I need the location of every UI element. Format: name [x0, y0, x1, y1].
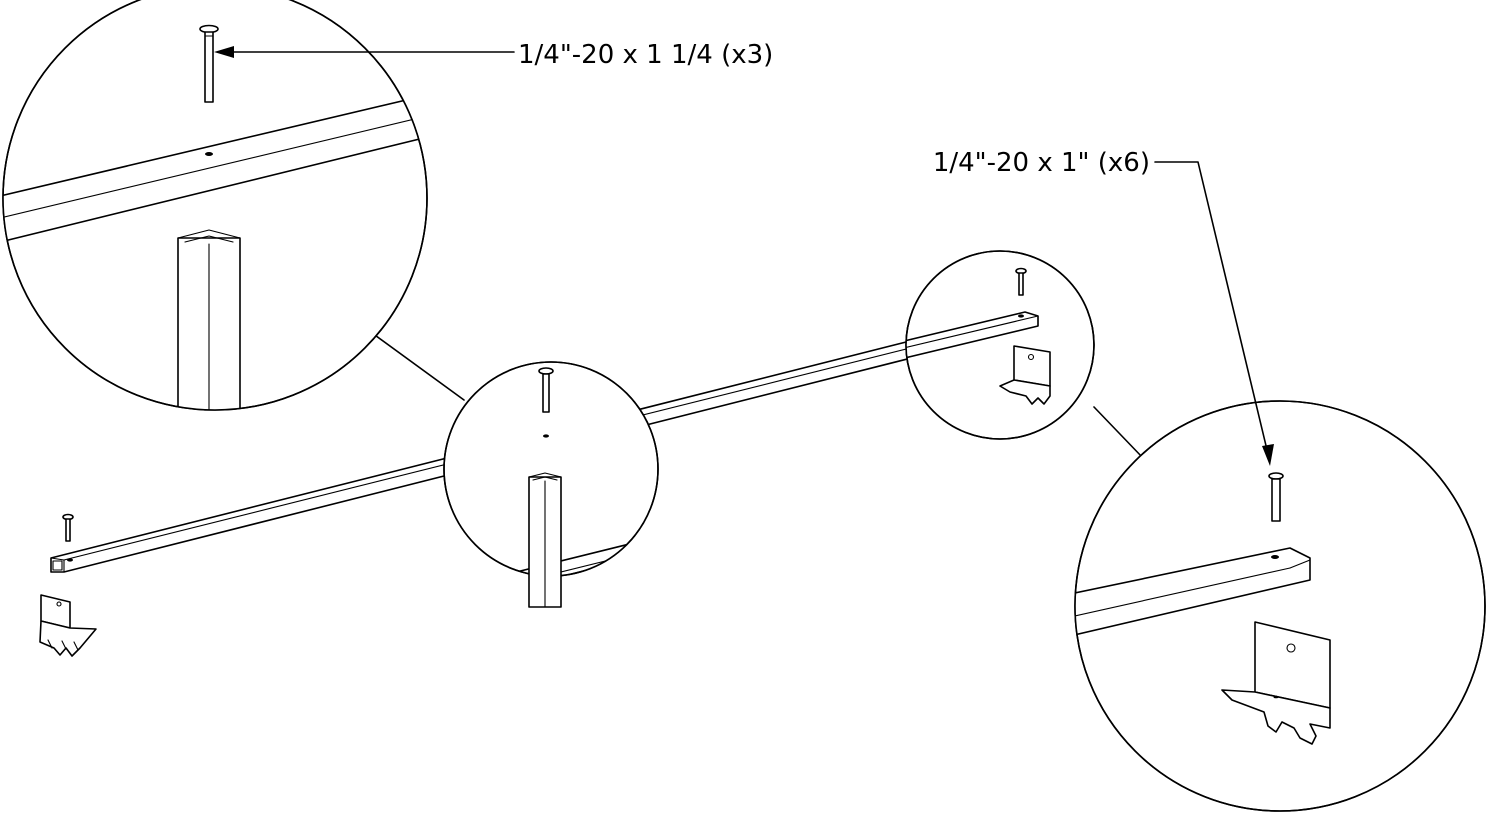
- detail-connector-left: [367, 329, 465, 401]
- callout-long-screw-label: 1/4"-20 x 1 1/4 (x3): [518, 40, 773, 70]
- detail-circle-center: [443, 361, 659, 577]
- detail-circle-end: [905, 250, 1095, 440]
- detail-circle-bottom-right: [1074, 400, 1486, 812]
- screw-left-end: [62, 513, 74, 542]
- callout-short-screw: 1/4"-20 x 1" (x6): [933, 148, 1274, 466]
- callout-short-screw-label: 1/4"-20 x 1" (x6): [933, 148, 1150, 178]
- callout-long-screw: 1/4"-20 x 1 1/4 (x3): [214, 40, 773, 70]
- bracket-left: [39, 594, 97, 657]
- detail-connector-right: [1093, 406, 1144, 459]
- detail-circle-top-left: [2, 0, 428, 411]
- leg-post: [528, 472, 562, 608]
